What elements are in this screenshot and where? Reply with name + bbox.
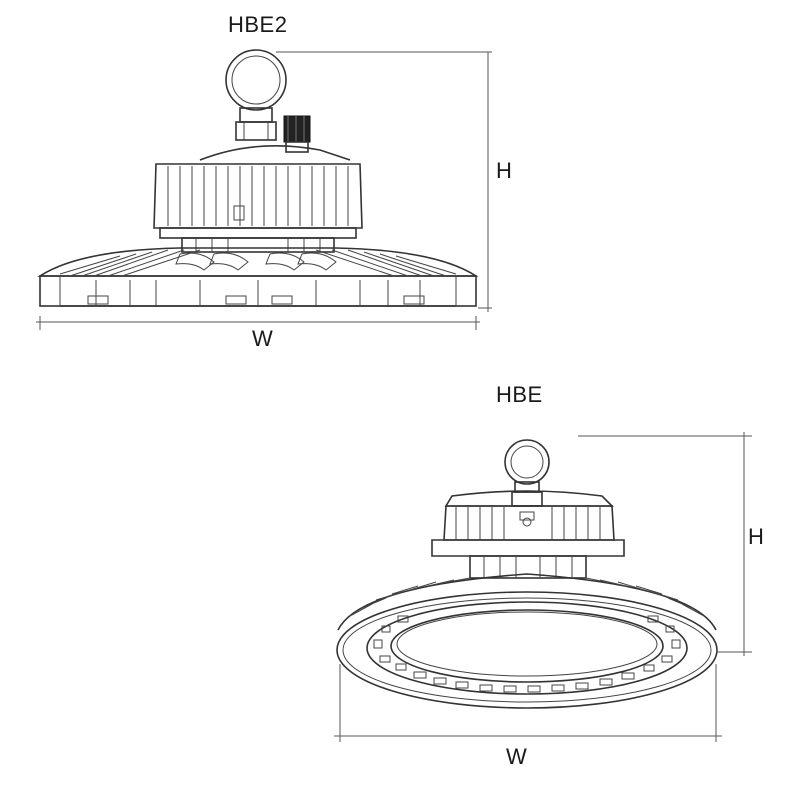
hbe2-fixture-drawing: [37, 49, 479, 307]
hbe-width-label: W: [506, 744, 528, 769]
hbe-title: HBE: [496, 382, 543, 407]
hbe2-height-label: H: [496, 158, 513, 183]
hbe-dimension-lines: [334, 432, 752, 742]
hbe2-width-label: W: [252, 326, 274, 351]
hbe2-dimension-lines: [36, 51, 492, 330]
hbe-height-label: H: [748, 524, 765, 549]
hbe-fixture-drawing: [336, 439, 718, 709]
hbe2-title: HBE2: [228, 12, 288, 37]
